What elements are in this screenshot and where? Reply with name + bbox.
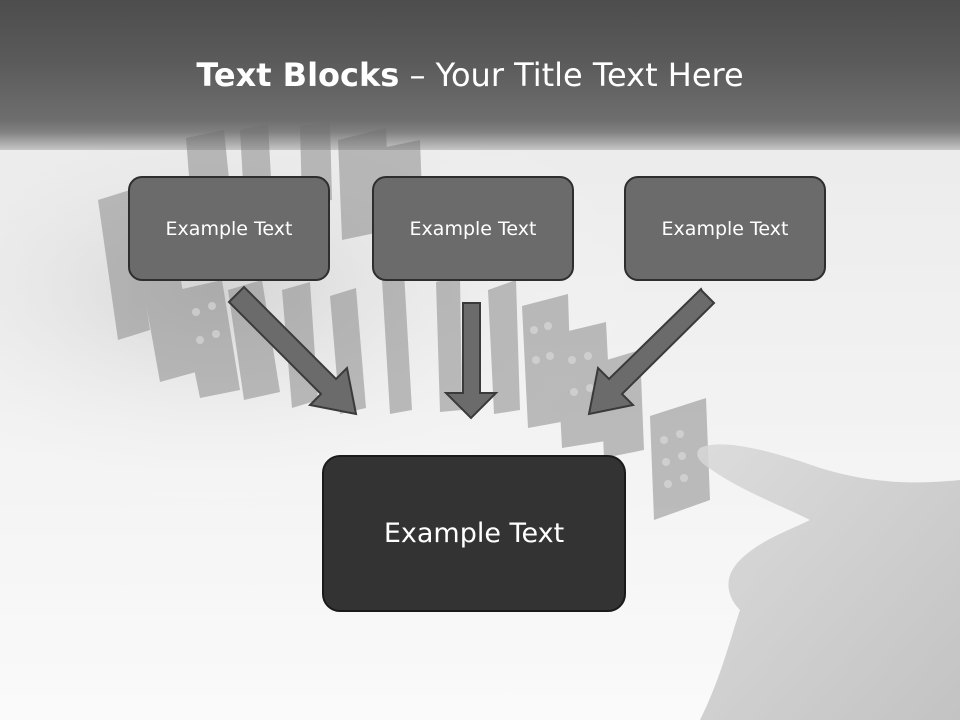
main-text-block[interactable]: Example Text [322, 455, 626, 612]
text-block-3[interactable]: Example Text [624, 176, 826, 281]
title-bold: Text Blocks [196, 56, 400, 94]
page-title: Text Blocks – Your Title Text Here [0, 52, 940, 98]
main-text-block-label: Example Text [383, 518, 565, 549]
text-block-1-label: Example Text [165, 217, 293, 240]
text-block-2-label: Example Text [409, 217, 537, 240]
title-rest: – Your Title Text Here [399, 56, 744, 94]
text-block-3-label: Example Text [661, 217, 789, 240]
text-block-2[interactable]: Example Text [372, 176, 574, 281]
title-bar [0, 0, 960, 150]
text-block-1[interactable]: Example Text [128, 176, 330, 281]
